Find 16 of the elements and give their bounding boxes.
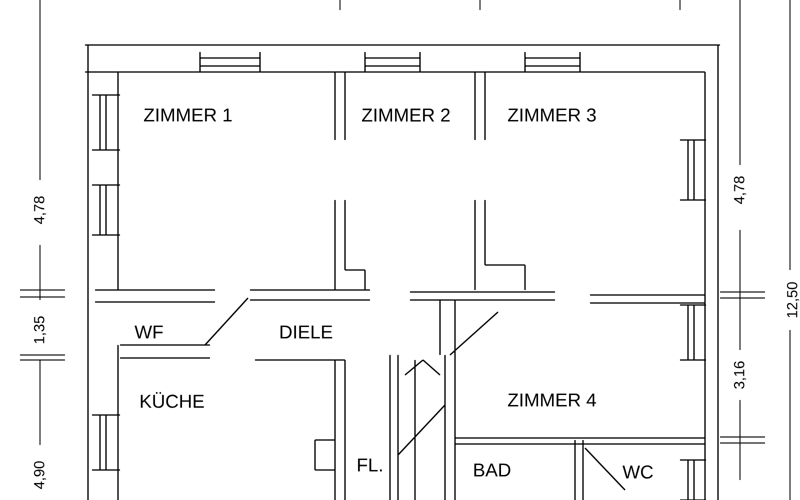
dimension-label: 4,90 [34, 461, 46, 489]
room-label: ZIMMER 3 [508, 108, 596, 122]
dimension-label: 1,35 [34, 316, 46, 344]
room-label: ZIMMER 4 [508, 394, 596, 406]
room-label: WF [134, 326, 163, 338]
room-label: DIELE [280, 326, 332, 338]
dimension-label: 3,16 [734, 361, 746, 389]
room-label: KÜCHE [140, 392, 204, 408]
room-label: ZIMMER 2 [362, 108, 450, 122]
dimension-label: 12,50 [786, 282, 800, 318]
dimension-label: 4,78 [34, 196, 46, 224]
dimension-label: 4,78 [734, 176, 746, 204]
room-label: FL. [358, 458, 382, 472]
room-label: WC [622, 465, 653, 479]
room-label: ZIMMER 1 [144, 108, 232, 122]
room-label: BAD [474, 464, 510, 476]
